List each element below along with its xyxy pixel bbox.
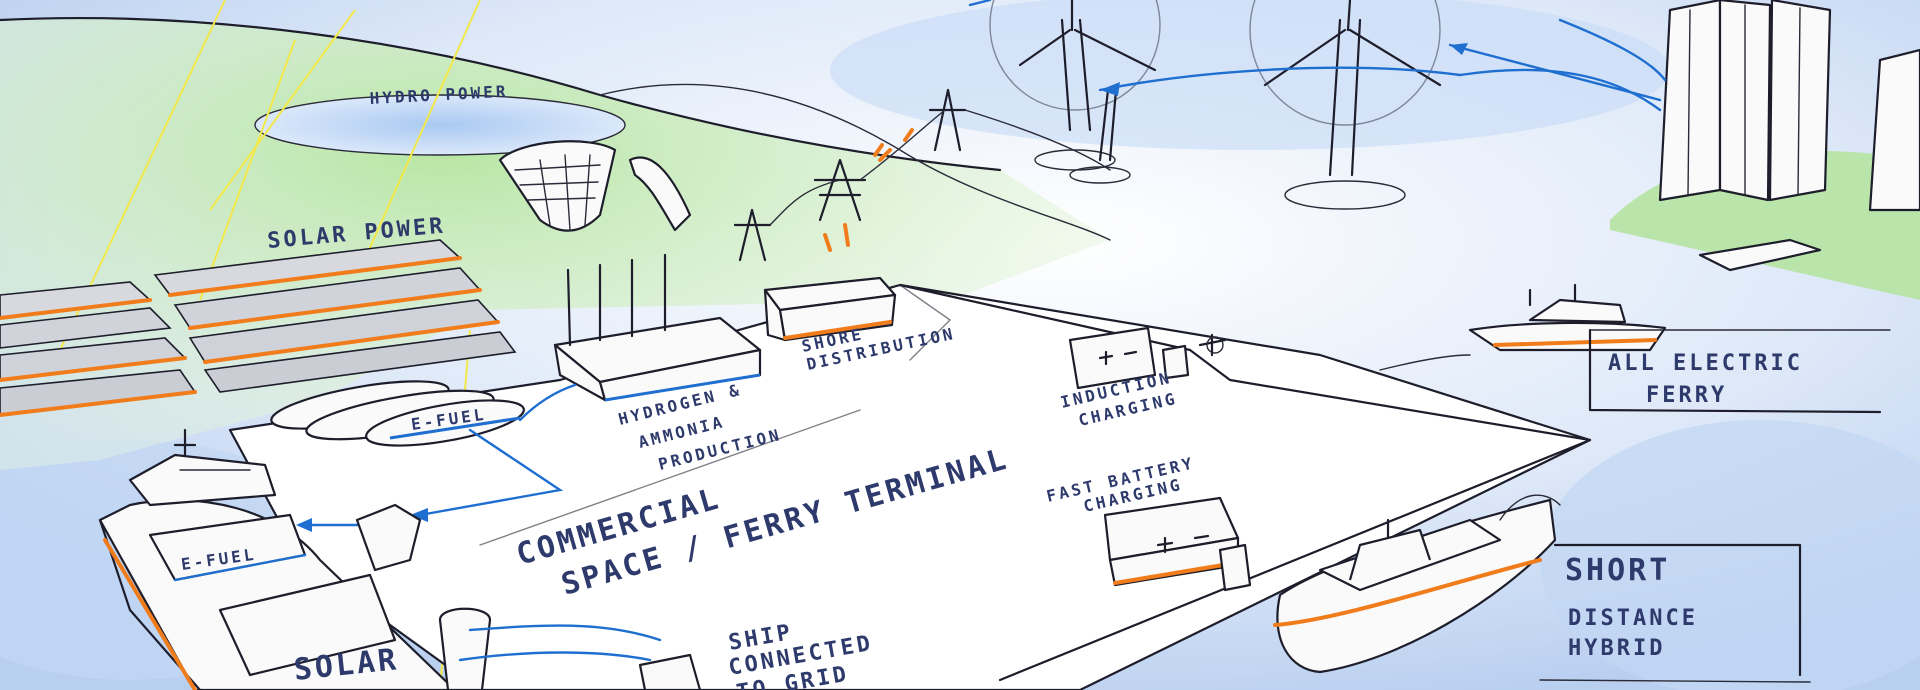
- terminal-walkway: [479, 409, 861, 546]
- power-pylons: [733, 88, 1111, 262]
- label-ferry: FERRY: [1646, 383, 1727, 408]
- fast-battery-charger: [1103, 496, 1252, 592]
- hydro-dam: [498, 140, 692, 232]
- wind-flow-arrows: [968, 0, 1667, 112]
- shore-distribution-unit: [763, 276, 897, 342]
- fuel-flow-pipes: [296, 383, 577, 532]
- terminal-corner: [899, 284, 952, 361]
- label-all-electric: ALL ELECTRIC: [1608, 351, 1803, 376]
- sky-wash: [830, 0, 1670, 150]
- label-short: SHORT: [1565, 553, 1670, 588]
- hydro-lake: [255, 95, 625, 155]
- city-skyscrapers: [1658, 0, 1920, 212]
- hydro-lake-outline: [254, 94, 626, 156]
- wind-turbine-2: [1249, 0, 1442, 210]
- cargo-ship: [98, 428, 492, 690]
- induction-charging-unit: [1068, 326, 1227, 390]
- grid-connection-lines: [458, 624, 662, 662]
- quay-edge: [998, 438, 1592, 682]
- e-fuel-tanks: [270, 380, 525, 447]
- small-fuel-unit: [355, 503, 422, 572]
- ship-grid-unit: [638, 653, 702, 690]
- water-wash-right: [1540, 420, 1920, 690]
- label-distance: DISTANCE: [1568, 606, 1698, 631]
- island-barge: [1698, 238, 1822, 272]
- wind-turbines: [989, 0, 1442, 210]
- solar-panel-rows-right: [153, 239, 517, 393]
- pier-edge: [898, 283, 1592, 442]
- hybrid-ship: [1273, 494, 1561, 674]
- hill-ridge-line: [0, 17, 1002, 172]
- solar-panel-field: [0, 239, 517, 417]
- hill-ridge-line-2: [599, 83, 1111, 241]
- solar-panel-rows-left: [0, 281, 197, 417]
- label-frames: [1539, 328, 1891, 683]
- hydrogen-plant: [553, 253, 762, 402]
- wind-turbine-1: [989, 0, 1161, 171]
- label-hybrid: HYBRID: [1568, 636, 1665, 661]
- wind-turbine-3: [1069, 88, 1131, 184]
